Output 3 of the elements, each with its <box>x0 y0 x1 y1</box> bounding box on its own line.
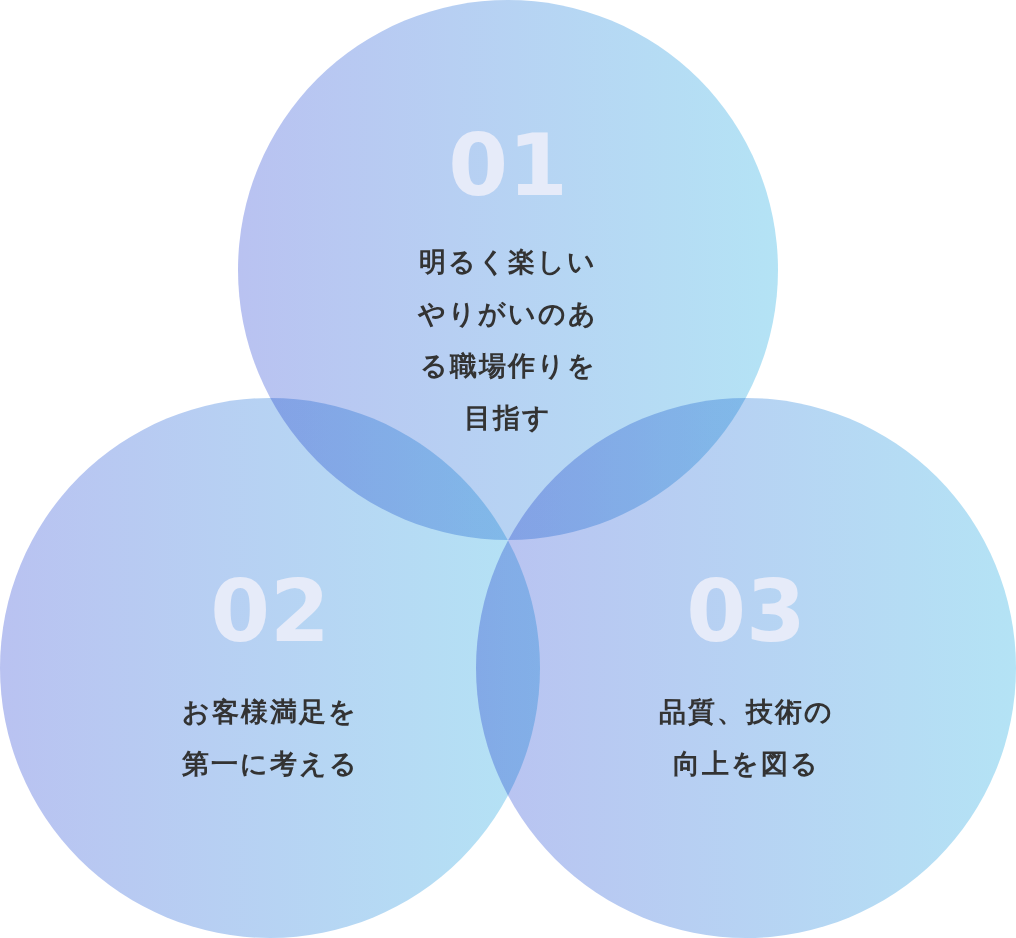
circle-text: 明るく楽しいやりがいのある職場作りを目指す <box>416 245 599 435</box>
circle-text: お客様満足を第一に考える <box>180 695 360 781</box>
circle-text: 品質、技術の向上を図る <box>657 695 835 781</box>
